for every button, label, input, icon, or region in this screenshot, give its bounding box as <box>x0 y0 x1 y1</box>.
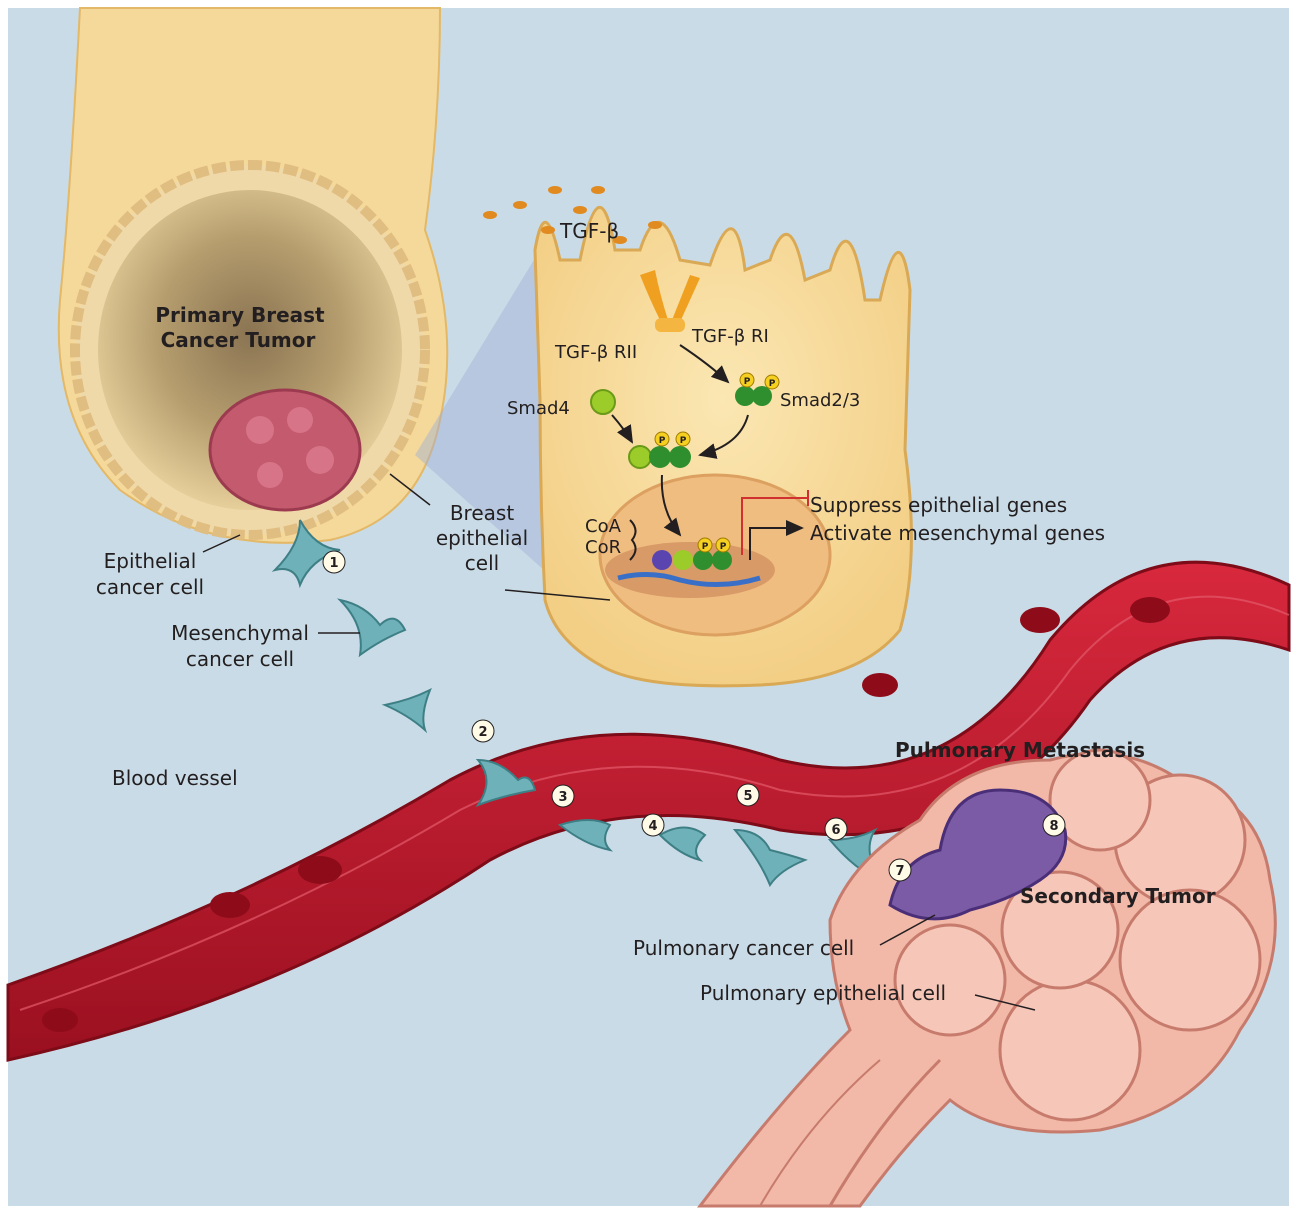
phospho-label-4: P <box>680 436 687 446</box>
primary-tumor-label-1: Primary Breast <box>155 303 325 327</box>
coa-label: CoA <box>585 516 622 537</box>
smad23-label: Smad2/3 <box>780 390 860 411</box>
breast-epithelial-label-1: Breast <box>450 501 514 525</box>
pulmonary-cancer-cell-label: Pulmonary cancer cell <box>633 936 854 960</box>
secondary-tumor-label: Secondary Tumor <box>1020 884 1216 908</box>
tgf-beta-rii-label: TGF-β RII <box>554 342 637 363</box>
activate-label: Activate mesenchymal genes <box>810 521 1105 545</box>
breast-duct <box>59 8 448 543</box>
step-2: 2 <box>478 725 487 740</box>
tgf-beta-label: TGF-β <box>559 219 619 243</box>
step-7: 7 <box>895 864 904 879</box>
step-4: 4 <box>648 819 657 834</box>
epithelial-cancer-label-2: cancer cell <box>96 575 204 599</box>
tgf-beta-ri-label: TGF-β RI <box>691 326 769 347</box>
phospho-label-3: P <box>659 436 666 446</box>
phospho-label-1: P <box>744 377 751 387</box>
step-3: 3 <box>558 790 567 805</box>
pulmonary-epithelial-cell-label: Pulmonary epithelial cell <box>700 981 946 1005</box>
step-6: 6 <box>831 823 840 838</box>
step-5: 5 <box>743 789 752 804</box>
phospho-label-2: P <box>769 379 776 389</box>
mesenchymal-label-2: cancer cell <box>186 647 294 671</box>
phospho-label-6: P <box>720 542 727 552</box>
step-8: 8 <box>1049 819 1058 834</box>
smad4-molecule <box>591 390 615 414</box>
breast-epithelial-label-3: cell <box>465 551 499 575</box>
cor-label: CoR <box>585 537 621 558</box>
phospho-label-5: P <box>702 542 709 552</box>
mesenchymal-label-1: Mesenchymal <box>171 621 309 645</box>
primary-tumor-label-2: Cancer Tumor <box>161 328 316 352</box>
pulmonary-metastasis-label: Pulmonary Metastasis <box>895 738 1145 762</box>
breast-epithelial-label-2: epithelial <box>436 526 528 550</box>
suppress-label: Suppress epithelial genes <box>810 493 1067 517</box>
blood-vessel-label: Blood vessel <box>112 766 238 790</box>
step-1: 1 <box>329 556 338 571</box>
primary-tumor-mass <box>210 390 360 510</box>
epithelial-cancer-label-1: Epithelial <box>104 549 197 573</box>
smad4-label: Smad4 <box>507 398 570 419</box>
